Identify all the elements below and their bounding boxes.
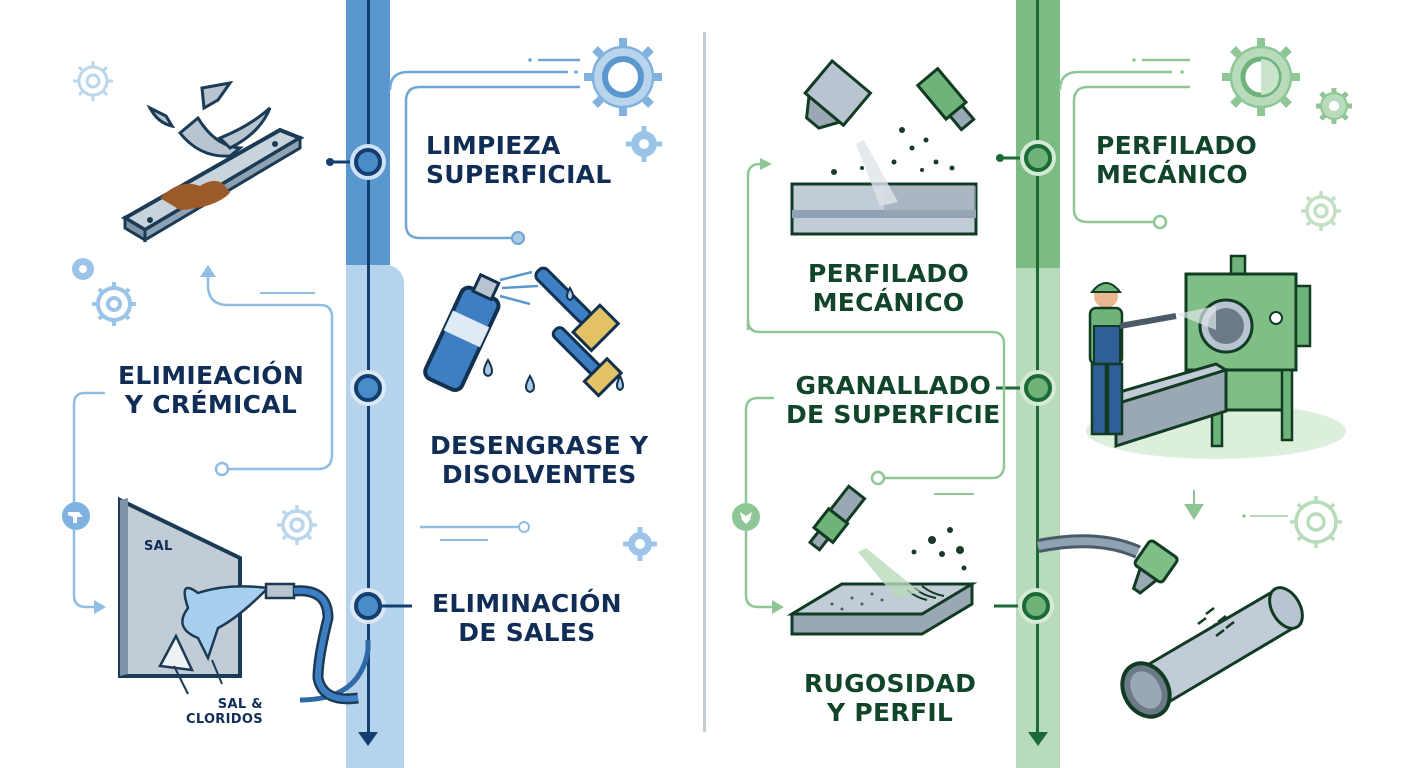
gear-icon — [1316, 88, 1352, 124]
salt-label: SAL — [144, 539, 173, 554]
blue-node-1 — [326, 144, 386, 180]
title-line: DE SALES — [458, 617, 596, 647]
gear-icon — [1222, 38, 1300, 116]
left-panel: SAL SAL & CLORIDOS LIMPIEZA SUPERFICIAL … — [0, 0, 700, 768]
side-title-perfilado: PERFILADO MECÁNICO — [808, 259, 970, 317]
title-line: Y PERFIL — [827, 697, 954, 727]
gear-icon — [72, 258, 94, 280]
blue-connector-bottom — [420, 521, 530, 541]
title-line: LIMPIEZA — [426, 131, 561, 160]
salt-plate-washing-icon — [118, 496, 359, 705]
right-panel: PERFILADO MECÁNICO PERFILADO MECÁNICO GR… — [708, 0, 1408, 768]
title-line: DISOLVENTES — [441, 459, 637, 489]
step-title-rugosidad: RUGOSIDAD Y PERFIL — [804, 669, 977, 727]
gear-icon — [277, 505, 317, 545]
blue-connector-top — [388, 58, 580, 245]
green-connector-top — [1058, 58, 1190, 230]
step-title-granallado: GRANALLADO DE SUPERFICIE — [786, 371, 1001, 429]
title-line: PERFILADO — [1096, 131, 1258, 160]
blue-timeline-arrow-icon — [358, 732, 378, 746]
blue-timeline-line — [367, 0, 370, 735]
blue-node-3 — [350, 588, 412, 624]
side-title-elimieacion: ELIMIEACIÓN Y CRÉMICAL — [118, 361, 305, 419]
blue-timeline-band-light — [346, 265, 404, 768]
title-line: GRANALLADO — [795, 371, 992, 400]
center-divider — [703, 32, 706, 732]
title-line: MECÁNICO — [812, 287, 965, 317]
title-line: PERFILADO — [808, 259, 970, 288]
blue-hose-curve — [299, 640, 371, 703]
green-node-3 — [994, 588, 1054, 624]
step-title-eliminacion-sales: ELIMINACIÓN DE SALES — [432, 589, 622, 647]
green-dash-line — [1242, 514, 1288, 518]
gear-icon — [92, 282, 136, 326]
gear-icon — [1301, 191, 1341, 231]
gear-icon — [1290, 496, 1342, 548]
leaf-icon — [732, 503, 760, 531]
rusty-plate-scraping-icon — [121, 80, 305, 243]
title-line: DESENGRASE Y — [430, 431, 649, 460]
title-line: ELIMIEACIÓN — [118, 361, 305, 390]
worker-blast-cabinet-icon — [1086, 254, 1346, 459]
step-title-desengrase: DESENGRASE Y DISOLVENTES — [430, 431, 649, 489]
green-timeline-arrow-icon — [1028, 732, 1048, 746]
green-arrow-down-icon — [1184, 490, 1204, 520]
title-line: SUPERFICIAL — [426, 159, 612, 189]
roughened-plate-icon — [786, 484, 978, 636]
green-node-2 — [996, 370, 1056, 406]
pipe-blasting-icon — [1036, 534, 1304, 719]
blue-node-2 — [350, 370, 386, 406]
step-title-perfilado-top: PERFILADO MECÁNICO — [1096, 131, 1258, 189]
faucet-icon — [62, 502, 90, 530]
green-node-1 — [996, 140, 1056, 176]
gear-icon — [584, 38, 662, 116]
blue-connector-side — [72, 265, 334, 614]
salt-callout-line2: CLORIDOS — [186, 711, 263, 727]
gear-icon — [73, 61, 113, 101]
title-line: DE SUPERFICIE — [786, 399, 1001, 429]
salt-callout-line1: SAL & — [217, 697, 263, 712]
gear-icon — [623, 527, 657, 561]
title-line: MECÁNICO — [1096, 159, 1248, 189]
gear-icon — [626, 126, 662, 162]
green-timeline-line — [1036, 0, 1039, 735]
step-title-limpieza: LIMPIEZA SUPERFICIAL — [426, 131, 612, 189]
title-line: Y CRÉMICAL — [124, 389, 298, 419]
title-line: ELIMINACIÓN — [432, 589, 622, 618]
title-line: RUGOSIDAD — [804, 669, 977, 698]
green-connector-left — [744, 158, 1006, 614]
salt-callout: SAL & CLORIDOS — [186, 697, 263, 728]
spray-can-and-brushes-icon — [423, 266, 624, 398]
blast-nozzle-surface-icon — [790, 58, 978, 236]
